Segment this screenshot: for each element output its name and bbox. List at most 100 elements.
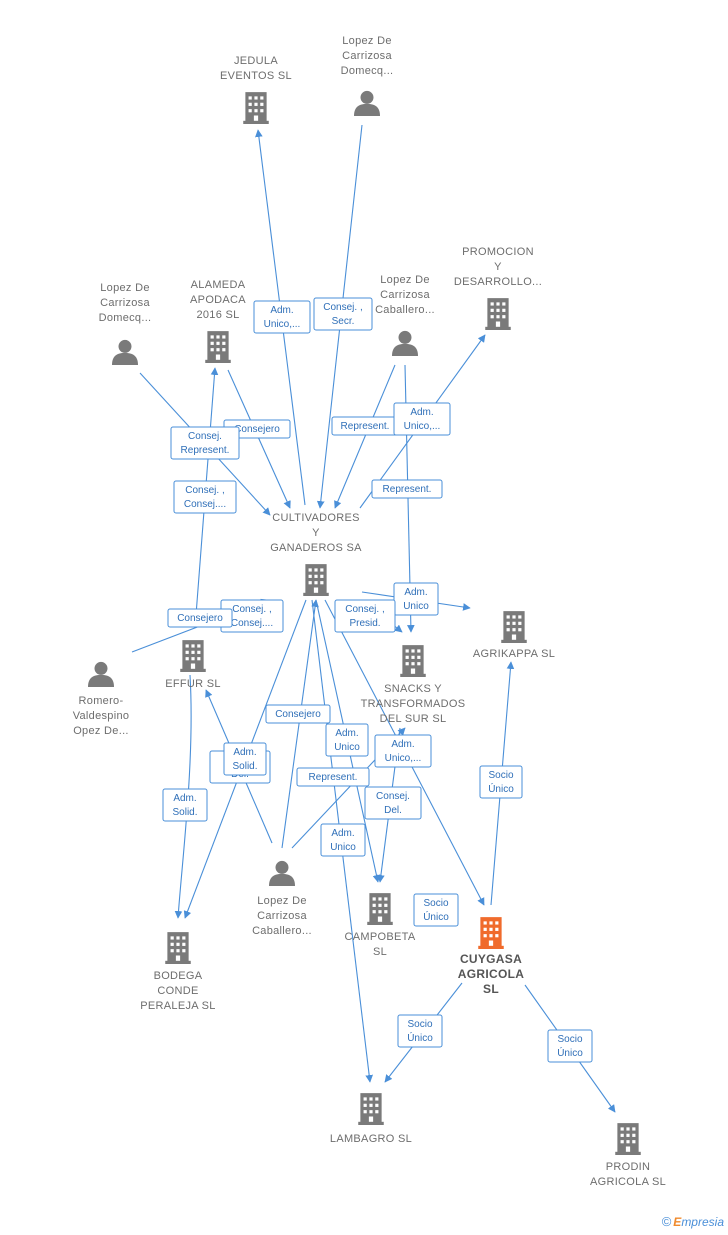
node-lopez2[interactable]: Lopez De CarrizosaDomecq... xyxy=(99,282,152,365)
node-label-line: ALAMEDA xyxy=(191,279,246,291)
node-label-line: Romero- xyxy=(79,695,124,707)
relation-label[interactable]: Represent. xyxy=(371,479,443,499)
relation-label[interactable]: Adm.Unico,... xyxy=(374,734,432,768)
relation-label[interactable]: Consejero xyxy=(167,608,233,628)
node-agrikappa[interactable]: AGRIKAPPA SL xyxy=(473,611,555,660)
node-lopez1[interactable]: Lopez De CarrizosaDomecq... xyxy=(341,35,394,116)
relation-label[interactable]: Adm.Solid. xyxy=(223,742,267,776)
node-label-line: DESARROLLO... xyxy=(454,276,542,288)
node-label-line: Lopez De xyxy=(100,282,150,294)
relation-label-text: Consej. xyxy=(376,791,410,802)
relation-label-text: Represent. xyxy=(181,445,230,456)
relation-label[interactable]: Consej. ,Secr. xyxy=(313,297,373,331)
relation-label[interactable]: Adm.Unico xyxy=(320,823,366,857)
relation-label[interactable]: Adm.Unico xyxy=(325,723,369,757)
relation-label[interactable]: Adm.Unico,... xyxy=(393,402,451,436)
relation-label-text: Presid. xyxy=(349,618,380,629)
node-label-line: EVENTOS SL xyxy=(220,70,292,82)
relation-label[interactable]: Represent. xyxy=(296,767,370,787)
building-icon xyxy=(205,331,231,363)
relation-label[interactable]: Consej. ,Consej.... xyxy=(220,599,284,633)
building-icon xyxy=(243,92,269,124)
relation-label[interactable]: Represent. xyxy=(331,416,399,436)
node-label-line: Carrizosa xyxy=(380,289,430,301)
relation-label-text: Consejero xyxy=(275,709,321,720)
building-icon xyxy=(615,1123,641,1155)
relation-label[interactable]: Adm.Unico xyxy=(393,582,439,616)
edge-alameda-cultivadores xyxy=(227,369,291,509)
relation-label-text: Adm. xyxy=(331,828,354,839)
relation-label-text: Adm. xyxy=(410,407,433,418)
relation-label-box xyxy=(393,582,439,616)
node-promocion[interactable]: PROMOCIONYDESARROLLO... xyxy=(454,246,542,330)
brand-initial: E xyxy=(673,1215,682,1229)
relation-label[interactable]: Adm.Unico,... xyxy=(253,300,311,334)
relation-label-box xyxy=(364,786,422,820)
relation-label-text: Único xyxy=(423,910,449,923)
node-label-line: Domecq... xyxy=(99,312,152,324)
node-label-line: Opez De... xyxy=(73,725,129,737)
relation-label-text: Represent. xyxy=(383,484,432,495)
node-label-line: LAMBAGRO SL xyxy=(330,1133,412,1145)
building-icon xyxy=(303,564,329,596)
node-label-line: Carrizosa xyxy=(100,297,150,309)
relation-label[interactable]: Consejero xyxy=(265,704,331,724)
node-label-line: Domecq... xyxy=(341,65,394,77)
relation-label[interactable]: Consej.Represent. xyxy=(170,426,240,460)
copyright-symbol: © xyxy=(661,1214,672,1229)
relation-label-text: Solid. xyxy=(172,807,197,818)
relation-label-text: Único xyxy=(407,1031,433,1044)
relation-label-text: Del. xyxy=(384,805,402,816)
node-label-line: Carrizosa xyxy=(342,50,392,62)
building-icon xyxy=(400,645,426,677)
node-label-line: AGRICOLA xyxy=(458,967,524,981)
relation-label-text: Adm. xyxy=(391,739,414,750)
relation-label-box xyxy=(374,734,432,768)
relation-label[interactable]: Consej. , Presid. xyxy=(334,599,396,633)
node-lopez3[interactable]: Lopez DeCarrizosaCaballero... xyxy=(375,274,435,356)
node-label-line: AGRICOLA SL xyxy=(590,1176,666,1188)
building-icon xyxy=(501,611,527,643)
node-label-line: GANADEROS SA xyxy=(270,542,362,554)
node-effur[interactable]: EFFUR SL xyxy=(165,640,221,690)
relation-label-text: Unico xyxy=(403,601,429,612)
node-label-line: DEL SUR SL xyxy=(380,713,447,725)
edge-lopez4-cultivadores xyxy=(281,599,319,849)
relation-label-box xyxy=(320,823,366,857)
relation-label-text: Consej. , xyxy=(345,604,384,615)
relation-label-box xyxy=(296,767,370,787)
relation-label[interactable]: Consej. Del. xyxy=(364,786,422,820)
person-icon xyxy=(88,661,114,687)
building-icon xyxy=(165,932,191,964)
footer-brand: ©Empresia xyxy=(662,1214,724,1229)
relation-label-box xyxy=(173,480,237,514)
brand-name: mpresia xyxy=(681,1215,724,1229)
node-lambagro[interactable]: LAMBAGRO SL xyxy=(330,1093,412,1145)
relation-label[interactable]: Adm.Solid. xyxy=(162,788,208,822)
relation-label-text: Consej.... xyxy=(184,499,226,510)
relation-label-box xyxy=(167,608,233,628)
relation-label-box xyxy=(334,599,396,633)
relation-label[interactable]: Consej. ,Consej.... xyxy=(173,480,237,514)
person-icon xyxy=(354,90,380,116)
node-label-line: Caballero... xyxy=(375,304,435,316)
relation-label-box xyxy=(223,742,267,776)
node-lopez4[interactable]: Lopez DeCarrizosaCaballero... xyxy=(252,860,312,937)
node-label-line: Lopez De xyxy=(342,35,392,47)
relation-label-box xyxy=(547,1029,593,1063)
relation-label-box xyxy=(479,765,523,799)
